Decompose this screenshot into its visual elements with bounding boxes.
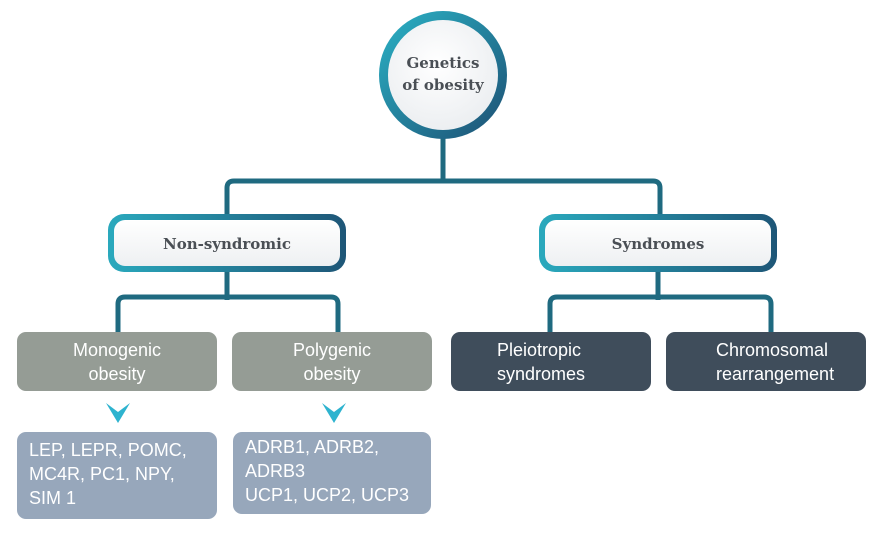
non-syndromic-node: Non-syndromic [108, 214, 346, 272]
gene-list-line: MC4R, PC1, NPY, [29, 464, 175, 484]
chromosomal-rearrangement-box: Chromosomal rearrangement [666, 332, 866, 391]
connector-lines [115, 138, 774, 332]
monogenic-obesity-box: Monogenic obesity [17, 332, 217, 391]
top-branch-line [224, 178, 663, 216]
gene-list-line: LEP, LEPR, POMC, [29, 440, 187, 460]
gene-list-line: ADRB3 [245, 461, 306, 481]
down-arrow-icon [106, 403, 130, 423]
monogenic-genes-box: LEP, LEPR, POMC, MC4R, PC1, NPY, SIM 1 [17, 432, 217, 519]
root-label-line2: of obesity [402, 76, 485, 94]
polygenic-label-line1: Polygenic [292, 339, 372, 360]
polygenic-genes-box: ADRB1, ADRB2, ADRB3 UCP1, UCP2, UCP3 [233, 432, 431, 514]
syndromes-node: Syndromes [539, 214, 777, 272]
root-node: Genetics of obesity [379, 11, 507, 139]
chromosomal-label-line2: rearrangement [716, 363, 835, 384]
polygenic-obesity-box: Polygenic obesity [232, 332, 432, 391]
monogenic-label-line1: Monogenic [72, 339, 162, 360]
left-branch-line [115, 270, 341, 332]
right-branch-line [547, 270, 774, 332]
gene-list-line: UCP1, UCP2, UCP3 [245, 485, 410, 505]
monogenic-label-line2: obesity [88, 363, 146, 384]
pleiotropic-label-line2: syndromes [497, 363, 586, 384]
root-label-line1: Genetics [406, 54, 479, 72]
pleiotropic-syndromes-box: Pleiotropic syndromes [451, 332, 651, 391]
chromosomal-label-line1: Chromosomal [716, 339, 829, 360]
down-arrow-icon [322, 403, 346, 423]
pleiotropic-label-line1: Pleiotropic [497, 339, 582, 360]
syndromes-label: Syndromes [612, 235, 705, 253]
gene-list-line: SIM 1 [29, 488, 77, 508]
polygenic-label-line2: obesity [303, 363, 361, 384]
gene-list-line: ADRB1, ADRB2, [245, 437, 380, 457]
non-syndromic-label: Non-syndromic [163, 235, 291, 253]
